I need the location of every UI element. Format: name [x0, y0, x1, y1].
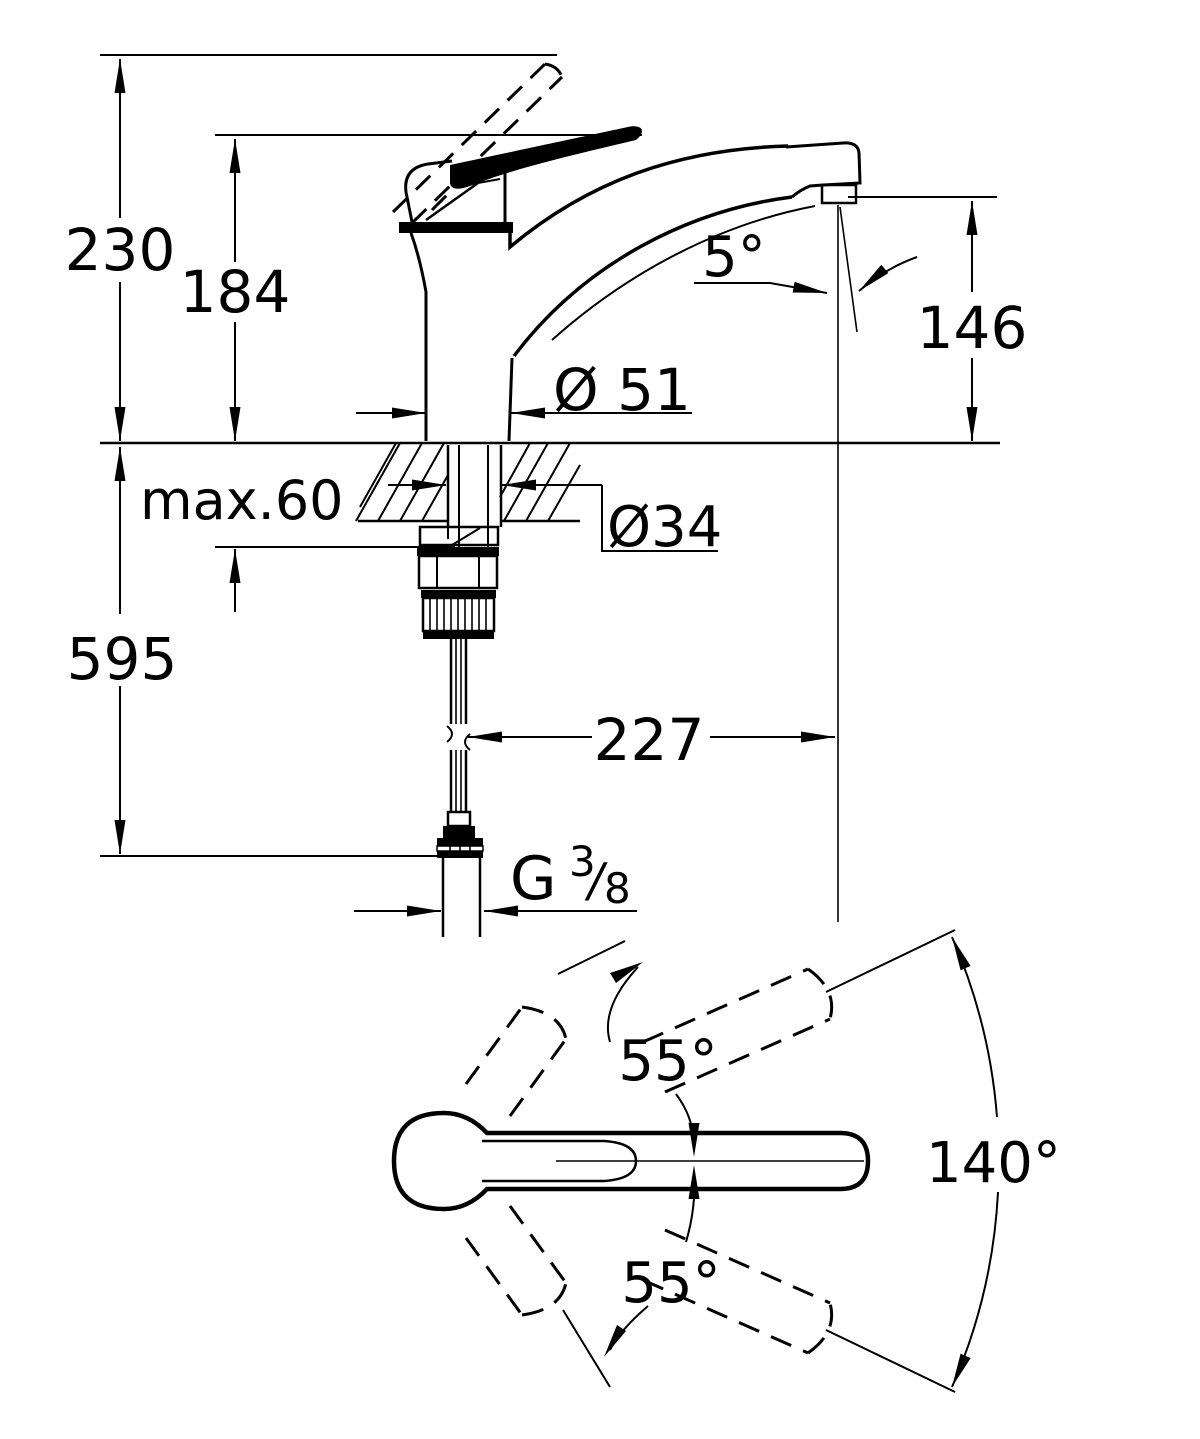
dim-5deg: 5° — [702, 225, 766, 290]
dim-max60: max.60 — [140, 469, 344, 532]
knurling — [429, 598, 487, 631]
tilted-outlet-line — [839, 206, 858, 333]
spout-upper-curve — [508, 144, 789, 251]
aerator — [820, 183, 858, 205]
body-left-edge — [409, 232, 428, 441]
handle-raised-dashed — [391, 62, 564, 225]
dim-55-lower: 55° — [621, 1251, 720, 1316]
dim-230: 230 — [65, 216, 176, 284]
position-upper-steep — [464, 1005, 568, 1117]
handle-lever — [450, 126, 642, 189]
dim-55-upper: 55° — [618, 1029, 717, 1094]
handle-boss — [399, 159, 513, 233]
angle-dimensions — [557, 929, 999, 1393]
deck-section — [355, 442, 581, 523]
dimension-lines — [114, 59, 978, 917]
bottom-view: 55° 55° 140° — [391, 929, 1061, 1393]
spout-lower-curve — [512, 195, 793, 358]
side-view-labels: 230 184 146 5° Ø 51 Ø34 max.60 595 227 G… — [65, 216, 1028, 914]
extension-lines — [100, 54, 1000, 922]
body-and-spout — [409, 141, 862, 442]
mounting-nut — [417, 554, 499, 590]
spout-wall-line — [551, 205, 816, 341]
spout-positions-dashed — [464, 967, 834, 1355]
connector-nut — [437, 838, 483, 846]
under-deck-assembly — [417, 445, 503, 937]
boss-base-band — [399, 222, 513, 233]
hose-collar — [446, 810, 472, 828]
thread-letter: G — [510, 844, 557, 914]
retainer-washer — [418, 525, 500, 547]
dim-184: 184 — [180, 258, 291, 326]
position-lower-steep — [464, 1205, 568, 1317]
dim-595: 595 — [67, 625, 178, 693]
dim-140: 140° — [926, 1131, 1061, 1196]
dim-146: 146 — [917, 294, 1028, 362]
side-view: 230 184 146 5° Ø 51 Ø34 max.60 595 227 G… — [65, 54, 1028, 937]
dim-227: 227 — [594, 706, 705, 774]
hatching-left — [355, 442, 449, 522]
body-right-edge — [507, 357, 514, 442]
position-lower-shallow — [642, 1228, 834, 1355]
thread-numerator: 3 — [569, 837, 596, 886]
thread-denominator: 8 — [604, 864, 631, 913]
dim-dia34: Ø34 — [607, 495, 722, 560]
pipe-break-mark — [446, 725, 453, 743]
bottom-view-labels: 55° 55° 140° — [618, 1029, 1061, 1316]
hatching-right — [499, 442, 581, 522]
spout-head — [785, 141, 862, 199]
dim-thread-g38: G 3 / 8 — [510, 837, 631, 914]
dim-dia51: Ø 51 — [553, 356, 691, 424]
position-upper-shallow — [642, 967, 834, 1094]
